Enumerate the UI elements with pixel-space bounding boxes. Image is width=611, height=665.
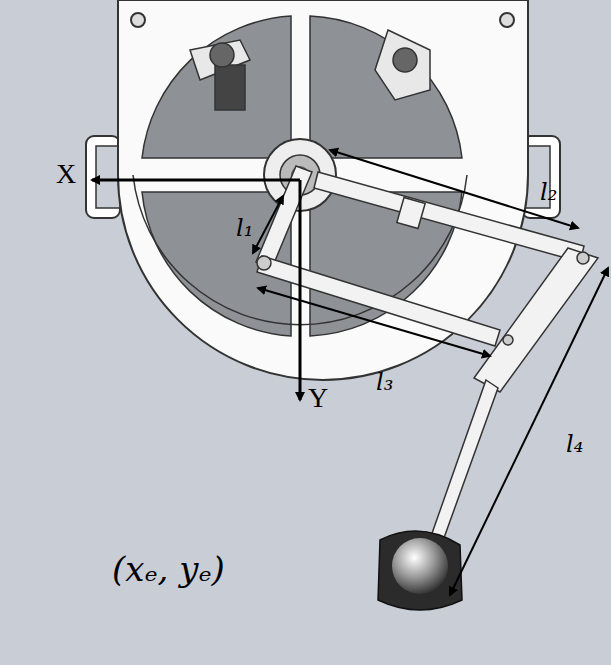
dimension-label: l₃: [376, 370, 393, 394]
dimension-label: l₁: [236, 216, 253, 240]
handle: [86, 136, 120, 218]
dimension-label: l₂: [540, 180, 557, 204]
coordinate-axes: [92, 180, 300, 400]
coordinate-label: (xₑ, yₑ): [112, 552, 225, 586]
dimension-lines: [253, 150, 608, 595]
axis-label: X: [56, 160, 76, 188]
dimension-label: l₄: [566, 432, 583, 456]
axis-label: Y: [308, 384, 328, 412]
end-effector: [378, 531, 462, 610]
linkage: [256, 166, 598, 560]
